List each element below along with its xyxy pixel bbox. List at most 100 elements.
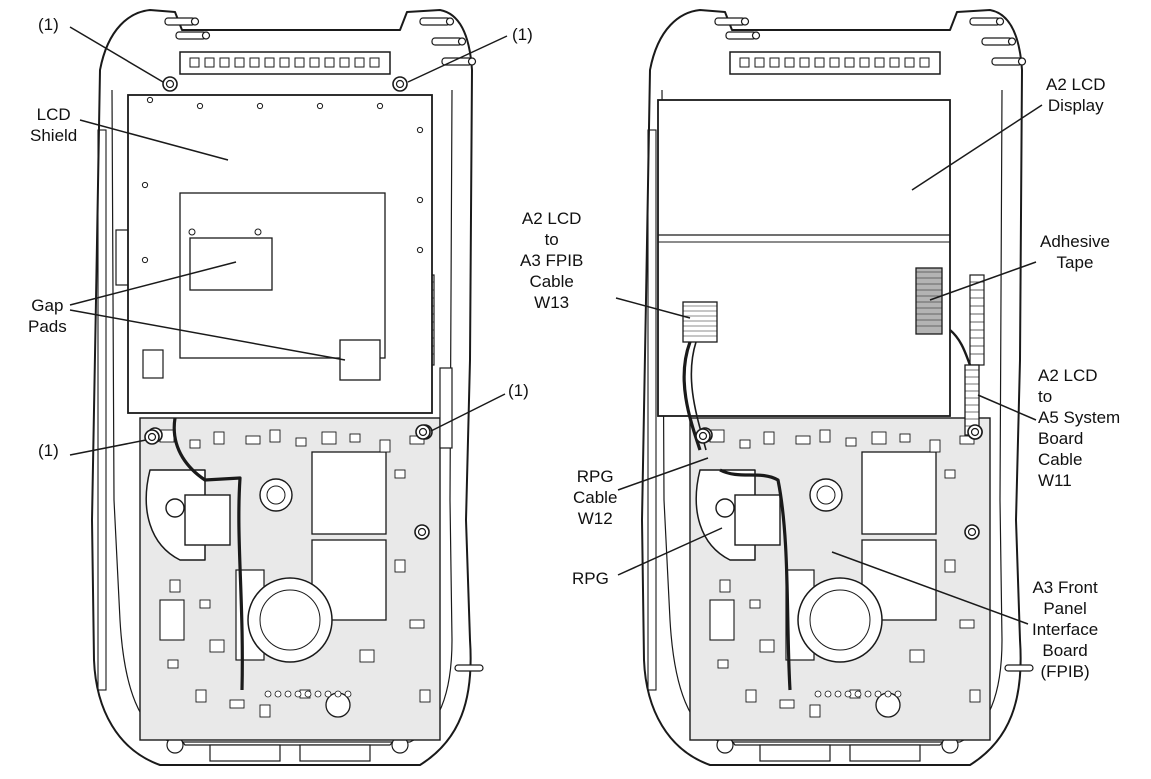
right-instrument-view <box>641 9 1034 766</box>
rail-slot <box>219 57 230 68</box>
smd-component <box>209 639 225 653</box>
capacitor <box>259 478 293 512</box>
smd-component <box>321 431 337 445</box>
pad <box>314 690 322 698</box>
shield-hole <box>196 102 204 110</box>
board-screw-head <box>417 527 427 537</box>
rail-slot <box>754 57 765 68</box>
rpg-shaft <box>165 498 185 518</box>
pad <box>344 690 352 698</box>
callout-a2-lcd-display: A2 LCD Display <box>1046 75 1106 115</box>
bottom-post <box>454 664 484 672</box>
smd-component <box>819 429 831 443</box>
shield-hole <box>416 196 424 204</box>
gap-pad-small <box>339 339 381 381</box>
bottom-foot <box>849 744 921 762</box>
leader-gap-pad-large <box>69 261 237 306</box>
callout-screw-top-right: (1) <box>512 25 533 44</box>
top-post-cap <box>190 17 200 26</box>
rail-slot <box>249 57 260 68</box>
smd-component <box>759 639 775 653</box>
top-post-cap <box>751 31 761 40</box>
pad <box>334 690 342 698</box>
smd-component <box>745 689 757 703</box>
left-side-rail <box>647 129 657 691</box>
smd-component <box>809 704 821 718</box>
rail-slot <box>814 57 825 68</box>
top-post <box>431 37 463 46</box>
top-post-cap <box>995 17 1005 26</box>
rail-slot <box>264 57 275 68</box>
rail-slot <box>874 57 885 68</box>
smd-component <box>189 439 201 449</box>
pad <box>274 690 282 698</box>
rail-slot <box>234 57 245 68</box>
pad <box>844 690 852 698</box>
callout-leader-lines <box>69 26 1043 625</box>
left-side-rail <box>97 129 107 691</box>
window-hole <box>188 228 196 236</box>
leader-fpib-board <box>831 551 1029 625</box>
smd-component <box>245 435 261 445</box>
smd-component <box>779 699 795 709</box>
leader-screw-mid-right <box>430 393 506 432</box>
callout-gap-pads: Gap Pads <box>28 296 67 336</box>
window-hole <box>254 228 262 236</box>
rail-slot <box>739 57 750 68</box>
board-connector <box>159 599 185 641</box>
callout-screw-mid-right: (1) <box>508 381 529 400</box>
coin-cell-ring <box>809 589 871 651</box>
leader-screw-top-right <box>407 35 508 83</box>
callout-rpg: RPG <box>572 569 609 588</box>
pad <box>264 690 272 698</box>
board-module <box>861 451 937 535</box>
callout-rpg-cable-w12: RPG Cable W12 <box>573 467 618 528</box>
smd-component <box>169 579 181 593</box>
smd-component <box>795 435 811 445</box>
rail-slot <box>339 57 350 68</box>
smd-component <box>213 431 225 445</box>
pad <box>294 690 302 698</box>
leader-lcd-shield <box>79 119 229 161</box>
top-post <box>714 17 746 26</box>
smd-component <box>229 699 245 709</box>
top-post <box>164 17 196 26</box>
screw-mid-right-head <box>418 427 428 437</box>
rail-slot <box>309 57 320 68</box>
left-clip <box>142 349 164 379</box>
bottom-foot <box>759 744 831 762</box>
capacitor-top <box>816 485 836 505</box>
top-post <box>991 57 1023 66</box>
smd-component <box>394 559 406 573</box>
smd-component <box>763 431 775 445</box>
rail-slot <box>784 57 795 68</box>
right-board-screw-head <box>970 427 980 437</box>
top-post-cap <box>201 31 211 40</box>
shield-hole <box>141 256 149 264</box>
top-post-cap <box>1017 57 1027 66</box>
smd-component <box>845 437 857 447</box>
top-post-cap <box>457 37 467 46</box>
callout-fpib-cable-w13: A2 LCD to A3 FPIB Cable W13 <box>520 209 584 312</box>
rail-slot <box>844 57 855 68</box>
pad <box>824 690 832 698</box>
smd-component <box>409 619 425 629</box>
rail-slot <box>919 57 930 68</box>
callout-adhesive-tape: Adhesive Tape <box>1040 232 1110 272</box>
top-post <box>419 17 451 26</box>
smd-component <box>944 469 956 479</box>
rail-slot <box>799 57 810 68</box>
smd-component <box>739 439 751 449</box>
right-board-screw-head <box>698 431 708 441</box>
rail-slot <box>354 57 365 68</box>
leader-gap-pad-small <box>69 309 346 361</box>
smd-component <box>359 649 375 663</box>
shield-hole <box>141 181 149 189</box>
callout-screw-mid-left: (1) <box>38 441 59 460</box>
smd-component <box>944 559 956 573</box>
callout-screw-top-left: (1) <box>38 15 59 34</box>
lcd-shield-plate <box>127 94 433 414</box>
pad <box>894 690 902 698</box>
pad <box>324 690 332 698</box>
top-post-cap <box>445 17 455 26</box>
